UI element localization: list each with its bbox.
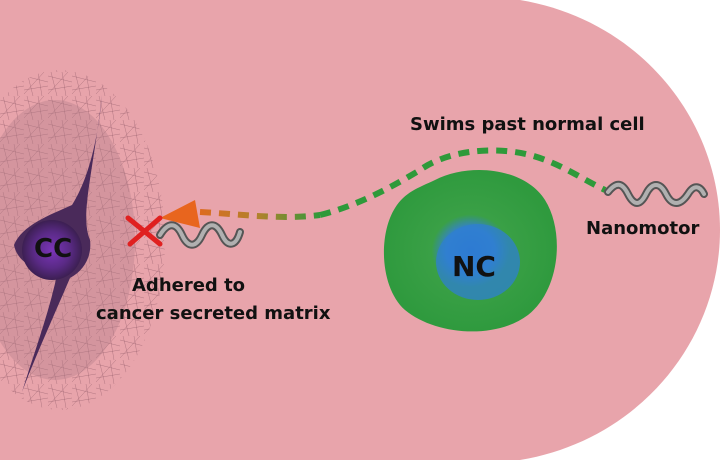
blocked-x-icon <box>125 215 163 247</box>
nanomotor-label: Nanomotor <box>586 218 700 239</box>
swims-past-label: Swims past normal cell <box>410 114 645 135</box>
adhered-label-line2: cancer secreted matrix <box>96 303 331 324</box>
cancer-cell-label: CC <box>34 234 73 264</box>
normal-cell-label: NC <box>452 250 496 283</box>
travel-path-orange <box>199 209 321 220</box>
adhered-label-line1: Adhered to <box>132 275 246 296</box>
normal-cell-nucleus <box>436 224 520 300</box>
path-arrowhead <box>160 200 200 228</box>
cancer-cell-nucleus <box>22 220 82 280</box>
nanomotor-left-icon <box>156 221 244 249</box>
travel-path-green <box>319 147 607 218</box>
nanomotor-right-icon <box>604 180 708 207</box>
